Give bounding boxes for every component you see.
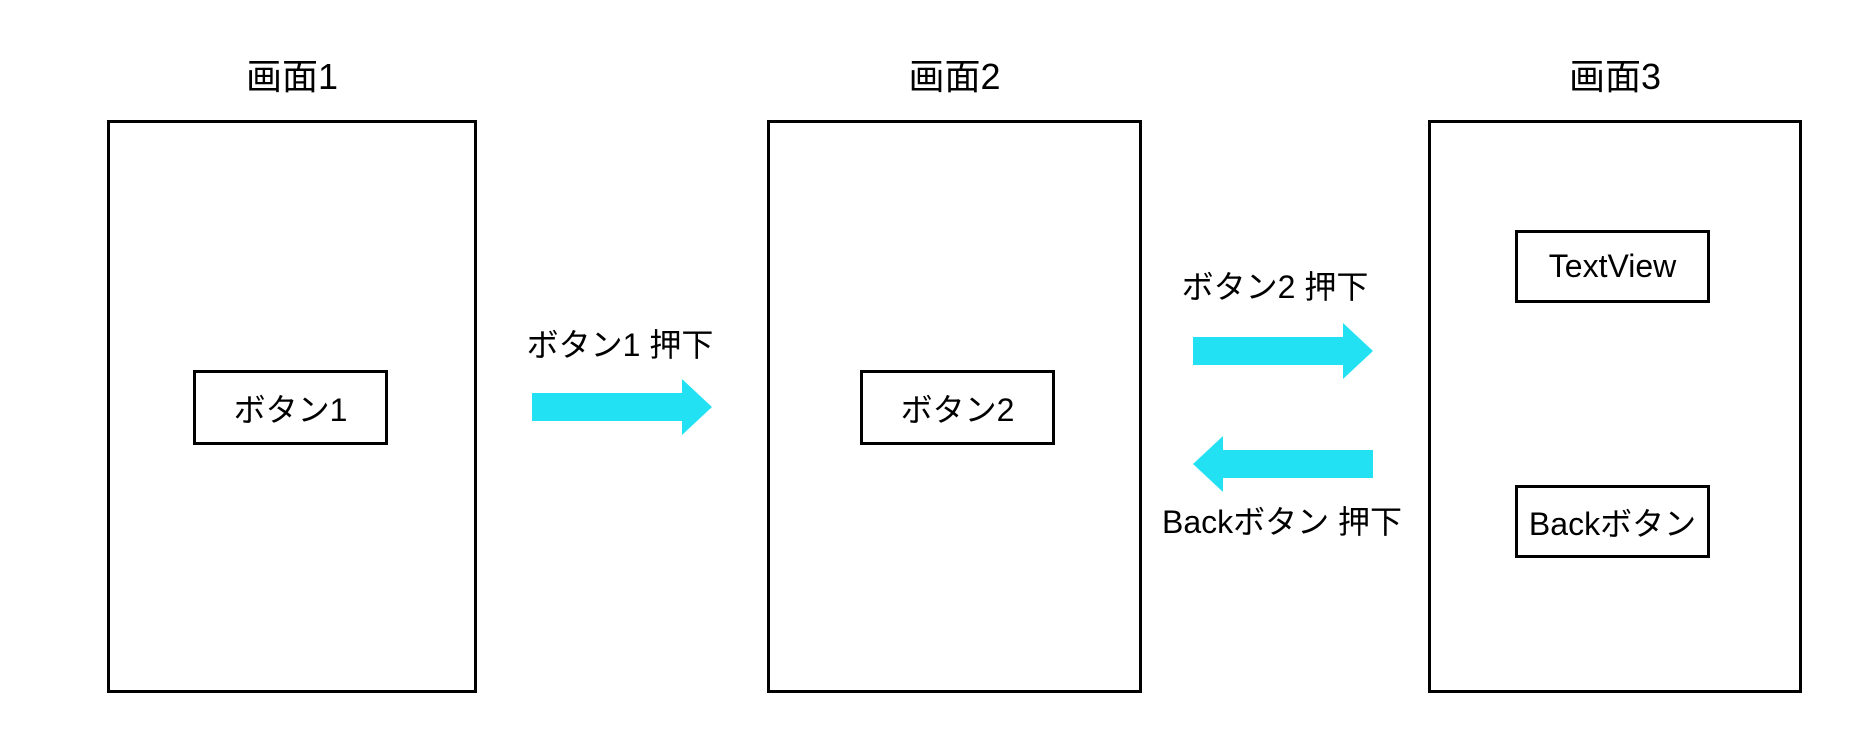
- transition1-label: ボタン1 押下: [526, 327, 714, 363]
- left-arrow-icon: [1193, 436, 1373, 492]
- screen3-textview: TextView: [1515, 230, 1710, 303]
- screen2-button2: ボタン2: [860, 370, 1055, 445]
- right-arrow-icon: [1193, 323, 1373, 379]
- screen3-back-button: Backボタン: [1515, 485, 1710, 558]
- screen2-frame: ボタン2: [767, 120, 1142, 693]
- screen2-title: 画面2: [908, 56, 1001, 97]
- screen3-frame: TextView Backボタン: [1428, 120, 1802, 693]
- screen1-frame: ボタン1: [107, 120, 477, 693]
- screen3-title: 画面3: [1568, 56, 1662, 97]
- transition3-label: Backボタン 押下: [1161, 504, 1403, 540]
- transition2-label: ボタン2 押下: [1181, 269, 1369, 305]
- screen1-title: 画面1: [245, 56, 339, 97]
- screen1-button1: ボタン1: [193, 370, 388, 445]
- right-arrow-icon: [532, 379, 712, 435]
